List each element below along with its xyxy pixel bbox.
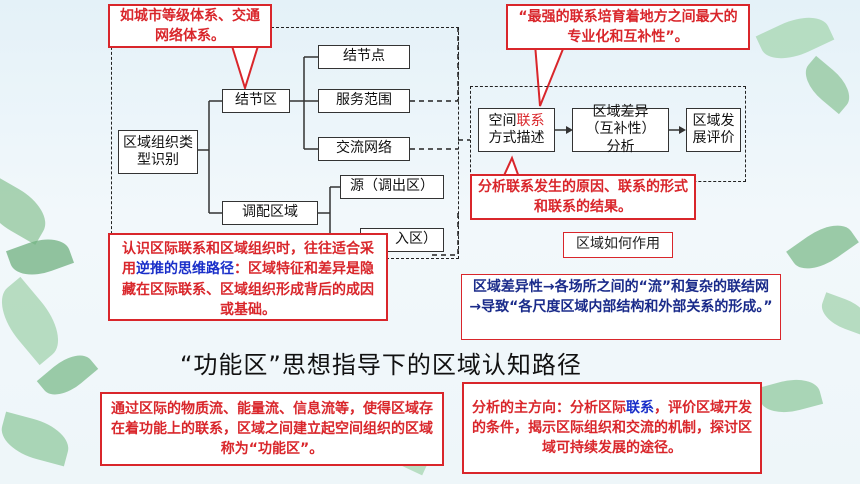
callout-direction-highlight: 联系 <box>626 399 654 416</box>
page-title-text: “功能区”思想指导下的区域认知路径 <box>180 351 582 379</box>
callout-function-area-text: 通过区际的物质流、能量流、信息流等，使得区域存在着功能上的联系，区域之间建立起空… <box>111 400 433 458</box>
callout-reverse-part1: 认识区际联系和区域组织时，往往适合采用 <box>122 241 374 278</box>
node-service-range: 服务范围 <box>318 89 410 113</box>
callout-link-reason-text: 分析联系发生的原因、联系的形式和联系的结果。 <box>478 178 688 215</box>
node-exchange-network: 交流网络 <box>318 137 410 161</box>
callout-reverse-highlight: 逆推的思维路径 <box>136 261 234 278</box>
flow-step-spatial-link: 空间联系 方式描述 <box>478 108 555 152</box>
node-exchange-network-label: 交流网络 <box>336 140 392 157</box>
node-allocation-region-label: 调配区域 <box>242 204 298 221</box>
flow-step2-label: 区域差异（互补性）分析 <box>585 103 656 155</box>
callout-regional-difference: 区域差异性→各场所之间的“流”和复杂的联结网→导致“各尺度区域内部结构和外部关系… <box>461 274 781 340</box>
node-sink-in-label: 入区） <box>395 231 437 248</box>
flow-step1-post: 方式描述 <box>488 130 545 146</box>
flow-step-evaluation: 区域发展评价 <box>686 108 741 152</box>
callout-top-left: 如城市等级体系、交通网络体系。 <box>108 4 272 48</box>
node-nodal-point-label: 结节点 <box>343 48 385 65</box>
root-node-label: 区域组织类型识别 <box>123 134 193 169</box>
callout-direction-part1: 分析的主方向：分析区际 <box>472 399 626 416</box>
callout-direction-part3: ，评价区域开发的条件，揭示区际组织和交流的机制，探讨区域可持续发展的途径。 <box>472 399 752 457</box>
callout-link-reason: 分析联系发生的原因、联系的形式和联系的结果。 <box>470 174 696 220</box>
page-title: “功能区”思想指导下的区域认知路径 <box>180 345 700 379</box>
callout-top-right-text: “最强的联系培育着地方之间最大的专业化和互补性”。 <box>518 8 738 45</box>
root-node: 区域组织类型识别 <box>118 130 198 174</box>
flow-step-difference: 区域差异（互补性）分析 <box>572 104 669 155</box>
region-role-label-text: 区域如何作用 <box>576 236 660 253</box>
callout-top-left-text: 如城市等级体系、交通网络体系。 <box>120 7 260 44</box>
callout-top-right: “最强的联系培育着地方之间最大的专业化和互补性”。 <box>506 4 750 50</box>
callout-analysis-direction: 分析的主方向：分析区际联系，评价区域开发的条件，揭示区际组织和交流的机制，探讨区… <box>462 382 762 474</box>
node-nodal-region-label: 结节区 <box>235 92 277 109</box>
callout-reverse-part3: ：区域特征和差异是隐藏在区际联系、区域组织形成背后的成因或基础。 <box>122 261 374 318</box>
flow-step1-pre: 空间 <box>488 112 517 129</box>
callout-reverse-path: 认识区际联系和区域组织时，往往适合采用逆推的思维路径：区域特征和差异是隐藏在区际… <box>108 233 388 321</box>
callout-function-area: 通过区际的物质流、能量流、信息流等，使得区域存在着功能上的联系，区域之间建立起空… <box>100 392 444 466</box>
node-source-out-label: 源（调出区） <box>350 178 434 195</box>
callout-regional-difference-text: 区域差异性→各场所之间的“流”和复杂的联结网→导致“各尺度区域内部结构和外部关系… <box>469 279 773 315</box>
node-nodal-region: 结节区 <box>222 89 290 113</box>
region-role-label: 区域如何作用 <box>563 232 673 258</box>
node-source-out: 源（调出区） <box>340 175 444 199</box>
node-nodal-point: 结节点 <box>318 45 410 69</box>
flow-step1-highlight: 联系 <box>516 112 545 129</box>
flow-step3-label: 区域发展评价 <box>692 112 735 147</box>
node-service-range-label: 服务范围 <box>336 92 392 109</box>
node-allocation-region: 调配区域 <box>222 201 318 225</box>
